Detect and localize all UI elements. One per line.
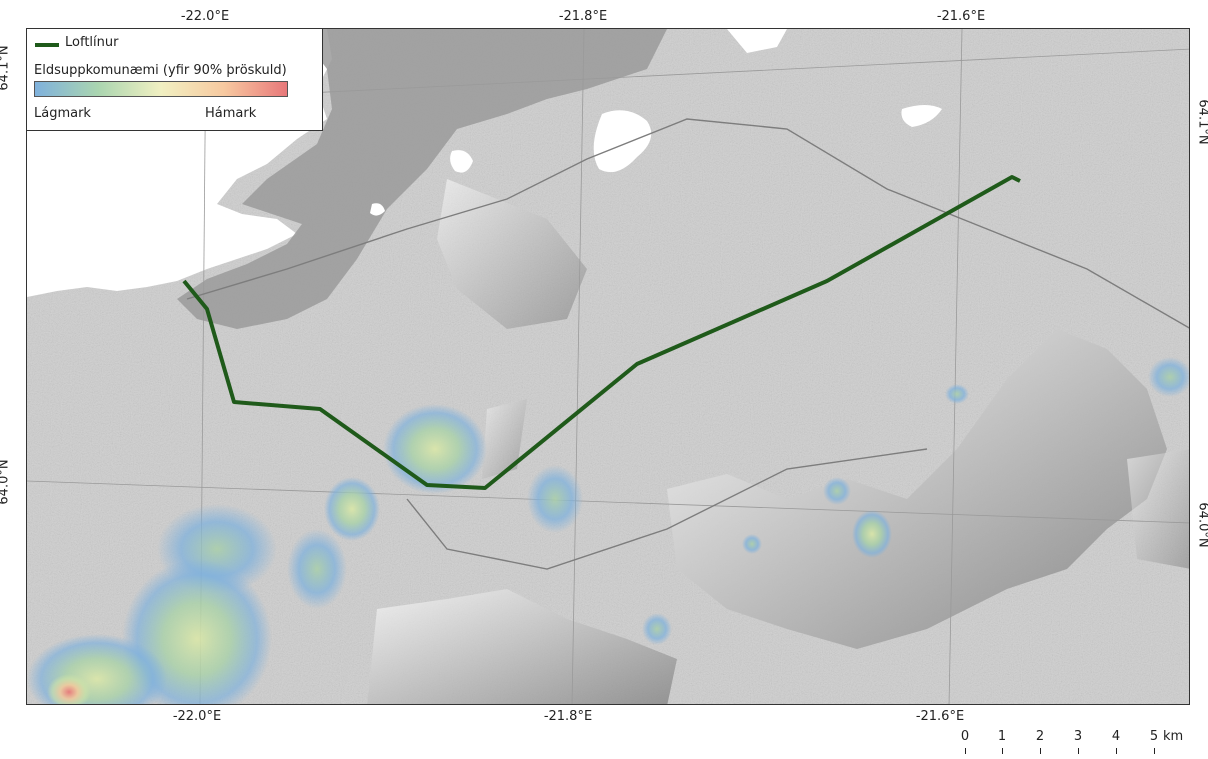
lat-tick-right: 64.0°N: [1195, 502, 1208, 548]
power-line: [182, 175, 1021, 490]
lat-tick-right: 64.1°N: [1195, 99, 1208, 145]
lon-tick-bottom: -22.0°E: [172, 709, 222, 724]
scale-tick: [1078, 748, 1079, 754]
legend-line-label: Loftlínur: [65, 35, 119, 50]
legend-min-label: Lágmark: [34, 106, 91, 121]
lon-tick-bottom: -21.6°E: [915, 709, 965, 724]
power-line-swatch: [35, 43, 59, 47]
hill-ridge: [1127, 449, 1189, 569]
lat-tick-left: 64.1°N: [0, 45, 12, 91]
map-legend: Loftlínur Eldsuppkomunæmi (yfir 90% þrös…: [26, 28, 323, 131]
lon-tick-top: -22.0°E: [180, 9, 230, 24]
scale-bar: 0 1 2 3 4 5 km: [950, 729, 1200, 757]
lon-tick-top: -21.6°E: [936, 9, 986, 24]
lon-tick-bottom: -21.8°E: [543, 709, 593, 724]
lake: [593, 110, 652, 173]
scale-label: 4: [1111, 729, 1121, 744]
susceptibility-heatmap: [27, 357, 1189, 704]
scale-label: 3: [1073, 729, 1083, 744]
scale-tick: [1154, 748, 1155, 754]
scale-label: 5: [1149, 729, 1159, 744]
lake: [901, 105, 942, 127]
roads: [186, 118, 1189, 570]
lake: [450, 150, 473, 173]
scale-tick: [965, 748, 966, 754]
lon-tick-top: -21.8°E: [558, 9, 608, 24]
hill-ridge: [367, 589, 677, 704]
scale-tick: [1002, 748, 1003, 754]
hill-ridge: [437, 179, 587, 329]
hill-ridge: [482, 399, 527, 479]
lake: [727, 29, 787, 53]
lake: [370, 203, 385, 216]
scale-unit: km: [1163, 729, 1184, 744]
scale-tick: [1116, 748, 1117, 754]
scale-label: 1: [997, 729, 1007, 744]
hill-ridge: [667, 329, 1167, 649]
scale-label: 0: [960, 729, 970, 744]
legend-ramp-title: Eldsuppkomunæmi (yfir 90% þröskuld): [34, 63, 287, 78]
scale-tick: [1040, 748, 1041, 754]
lat-tick-left: 64.0°N: [0, 459, 12, 505]
legend-max-label: Hámark: [205, 106, 257, 121]
scale-label: 2: [1035, 729, 1045, 744]
color-ramp: [34, 81, 288, 97]
urban-area: [177, 29, 667, 329]
